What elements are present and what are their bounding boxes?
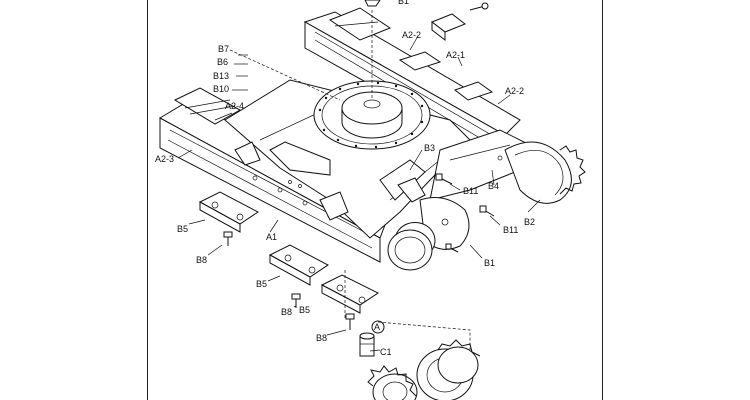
label-b8-left: B8 [196,255,207,265]
turntable-bolts [318,81,424,149]
sprocket-housing-b2 [497,141,586,204]
bolts-b11 [435,173,495,253]
label-b11-upper: B11 [463,186,478,196]
label-b5-left: B5 [177,224,188,234]
label-c1: C1 [380,347,392,357]
label-a1: A1 [266,232,277,242]
label-b13: B13 [213,71,229,81]
label-top-cut: B1 [398,0,409,6]
label-b8-middle: B8 [281,307,292,317]
label-b6: B6 [217,57,228,67]
label-b7: B7 [218,44,229,54]
label-a2-2-right: A2-2 [505,86,524,96]
label-b5-lower: B5 [299,305,310,315]
track-guide-b5-b [268,244,329,286]
label-b4: B4 [488,181,499,191]
label-b8-lower: B8 [316,333,327,343]
frame-right-border [602,0,603,400]
label-b5-middle: B5 [256,279,267,289]
leader-lines [177,10,541,352]
label-b1: B1 [484,258,495,268]
label-b2: B2 [524,217,535,227]
part-labels: B7 B6 B13 B10 A2-4 A2-3 A2-2 A2-1 A2-2 B… [155,0,535,357]
sprocket-bottom [367,365,418,400]
label-b11-lower: B11 [503,225,518,235]
frame-left-border [147,0,148,400]
track-guide-b5-c [320,274,379,314]
label-b3: B3 [424,143,435,153]
final-drive-bottom [416,339,481,400]
motor-cover-b1 [387,177,470,271]
label-a2-4: A2-4 [225,101,244,111]
label-circle-a: A [374,322,380,332]
label-b10: B10 [213,84,229,94]
track-guide-b5-a [198,191,259,233]
label-a2-2-top: A2-2 [402,30,421,40]
guard-plates-top [364,0,489,42]
label-a2-3: A2-3 [155,154,174,164]
bolts-b8 [223,231,355,330]
label-a2-1: A2-1 [446,50,465,60]
